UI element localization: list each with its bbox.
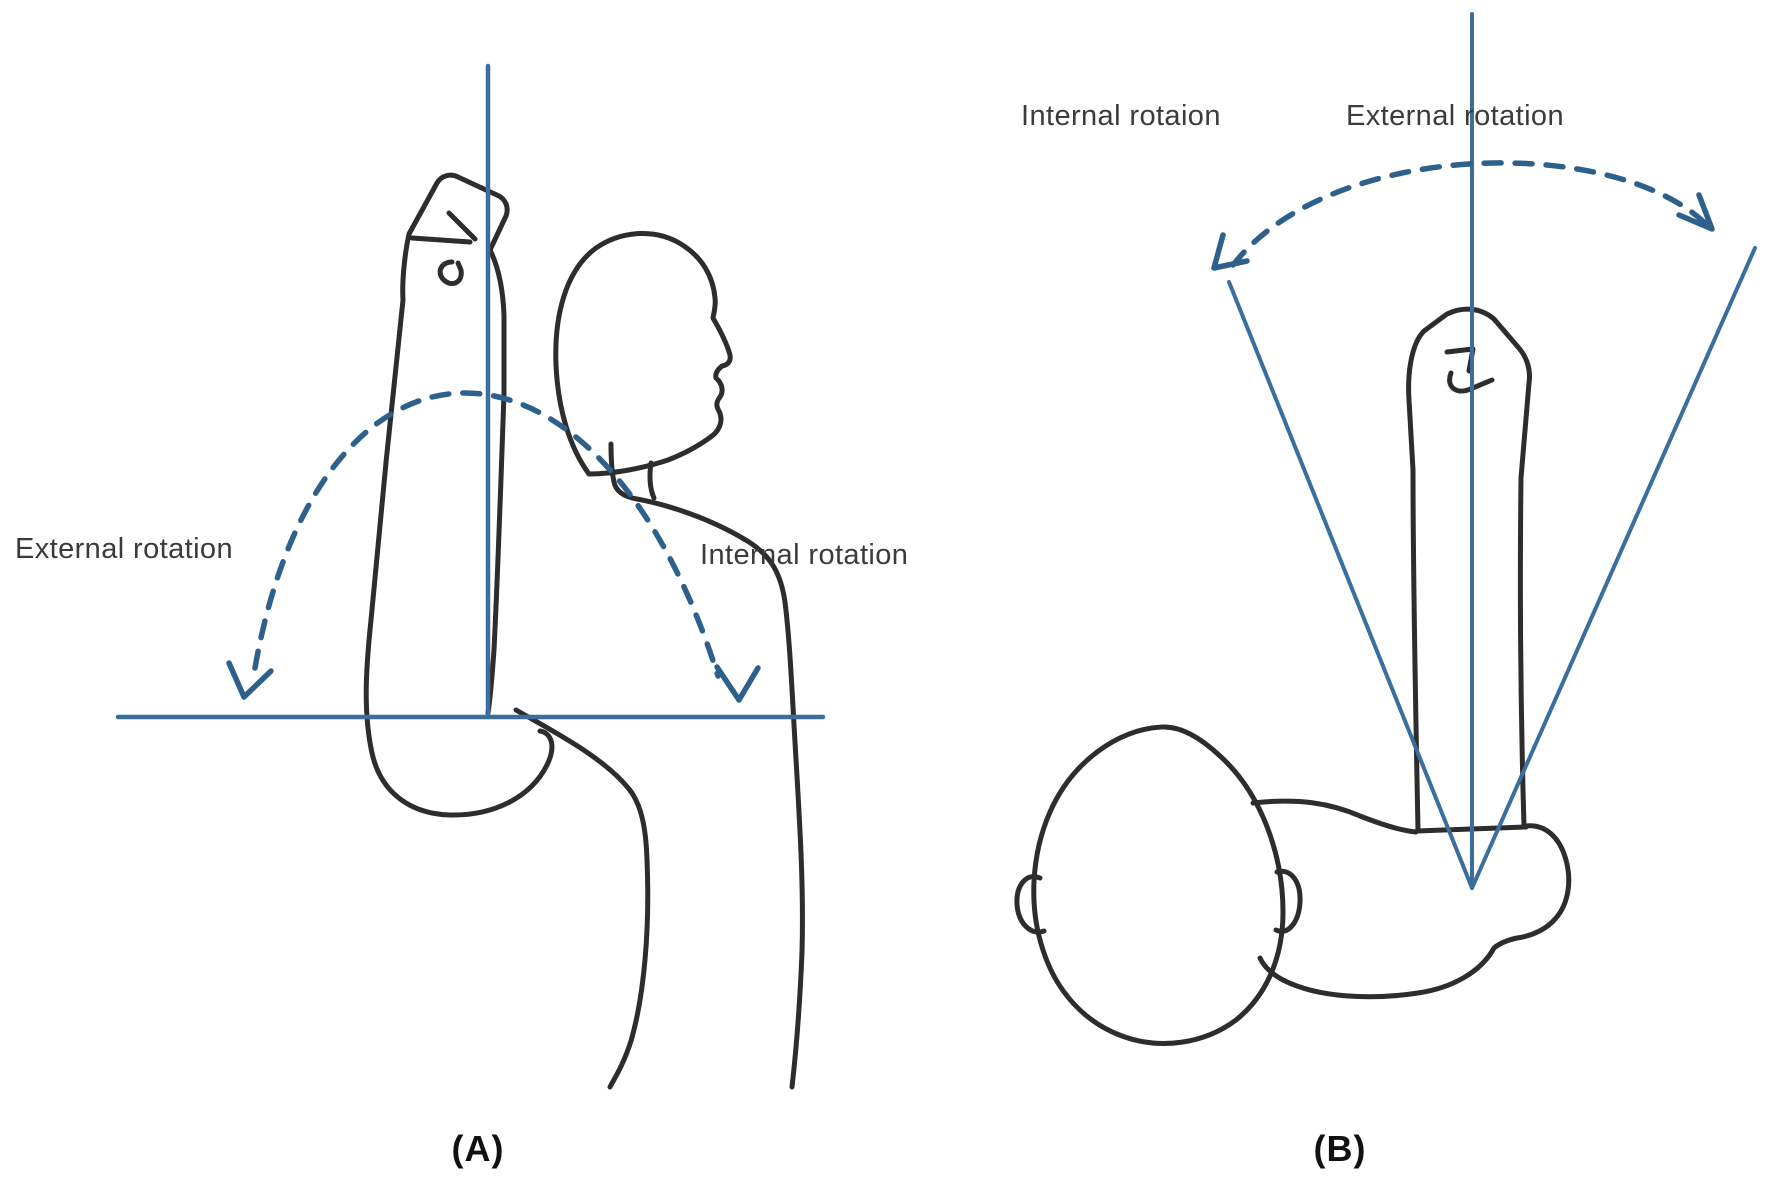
figure-a-fist-knuckles	[409, 210, 478, 245]
figure-b-shoulder-mass	[1257, 823, 1572, 1000]
figure-a-head	[553, 231, 733, 477]
caption-panel-a: (A)	[451, 1128, 505, 1169]
figure-a-torso-back	[513, 707, 651, 1090]
figure-b-top-view	[1014, 306, 1572, 1046]
figure-a-fist	[400, 172, 510, 396]
arrowhead-a-left-icon	[226, 660, 274, 700]
arrowhead-b-left-icon	[1211, 232, 1250, 271]
figure-b-shoulder-top	[1250, 798, 1419, 835]
arrowhead-a-right-icon	[714, 664, 761, 703]
rotation-arc-b	[1230, 160, 1709, 268]
label-b-internal-rotation: Internal rotaion	[1021, 100, 1221, 132]
figure-a-arm-left-edge	[363, 297, 555, 818]
axes-b	[1211, 12, 1757, 890]
figure-a-torso-front	[608, 441, 805, 1090]
arrowhead-b-right-icon	[1676, 192, 1715, 232]
figure-b-ear-left	[1014, 874, 1047, 935]
label-a-internal-rotation: Internal rotation	[700, 539, 909, 571]
figure-b-head	[1031, 724, 1286, 1046]
figure-a-fist-thumb	[437, 259, 464, 286]
axes-a	[115, 63, 826, 720]
figure-a-arm-right-edge	[485, 390, 507, 716]
figure-b-fist-thumb	[1447, 370, 1495, 394]
label-a-external-rotation: External rotation	[15, 533, 233, 565]
figure-b-forearm-left-edge	[1410, 467, 1421, 833]
figure-b-ear-right	[1273, 868, 1303, 934]
rotation-ray-right-b	[1470, 246, 1757, 890]
figure-b-fist-knuckles	[1444, 346, 1476, 374]
figure-a-side-view	[363, 172, 805, 1090]
figure-b-fist	[1406, 306, 1532, 481]
rotation-arc-a	[252, 390, 721, 679]
rotation-ray-left-b	[1227, 280, 1474, 890]
label-b-external-rotation: External rotation	[1346, 100, 1564, 132]
figure-a-throat	[647, 460, 657, 501]
caption-panel-b: (B)	[1313, 1128, 1367, 1169]
